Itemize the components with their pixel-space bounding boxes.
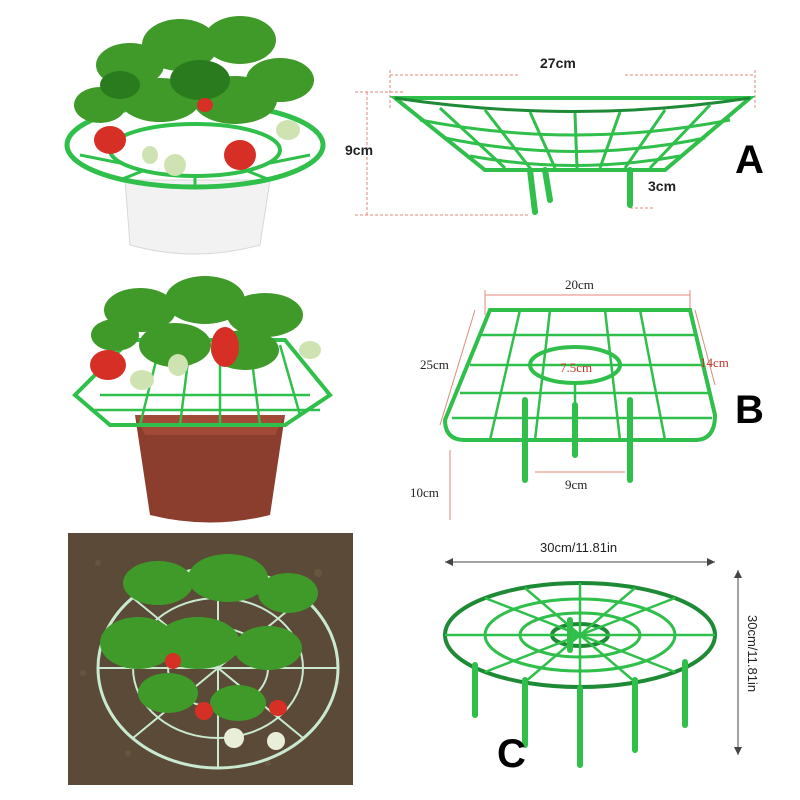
dimension-width-a: 27cm <box>540 55 576 71</box>
dimension-width-c: 30cm/11.81in <box>540 540 618 555</box>
strawberry-plant-icon <box>72 276 333 523</box>
dimension-leg-span-b: 9cm <box>565 477 588 492</box>
dimension-top-width-b: 20cm <box>565 277 594 292</box>
dimension-inner-right-b: 14cm <box>700 355 729 370</box>
diagram-c: 30cm/11.81in 30cm/11.81in <box>430 540 760 790</box>
photo-c <box>68 533 353 785</box>
photo-a <box>60 5 330 260</box>
dimension-side-depth-b: 25cm <box>420 357 449 372</box>
diagram-b: 20cm 25cm 14cm 7.5cm 9cm 10cm <box>400 275 740 525</box>
dimension-depth-c: 30cm/11.81in <box>745 615 760 693</box>
label-b: B <box>735 388 764 432</box>
photo-b <box>70 275 340 530</box>
strawberry-plant-icon <box>64 16 326 255</box>
dimension-height-a: 9cm <box>345 142 374 158</box>
dimension-leg-a: 3cm <box>648 178 677 194</box>
soil-bed-icon <box>80 554 340 770</box>
label-a: A <box>735 138 764 182</box>
dimension-height-b: 10cm <box>410 485 439 500</box>
label-c: C <box>497 732 526 776</box>
dimension-center-hole-b: 7.5cm <box>560 360 593 375</box>
diagram-a: 27cm 9cm 3cm <box>345 40 765 240</box>
